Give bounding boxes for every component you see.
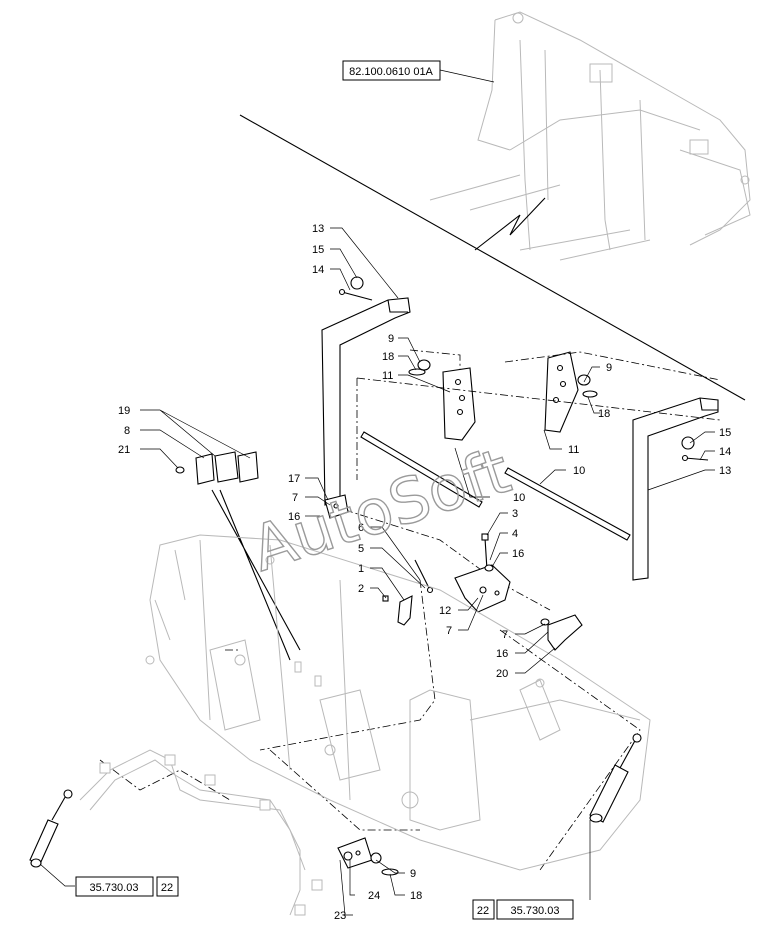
callout-14a: 14 — [312, 264, 324, 276]
callout-18a: 18 — [382, 351, 394, 363]
callout-13a: 13 — [312, 223, 324, 235]
bracket-11-right — [544, 351, 598, 433]
callout-17: 17 — [288, 473, 300, 485]
callout-1: 1 — [358, 563, 364, 575]
callout-labels: 13 15 14 9 18 11 9 18 11 10 10 15 14 13 … — [118, 223, 731, 922]
callout-9b: 9 — [606, 362, 612, 374]
callout-10b: 10 — [573, 465, 585, 477]
callout-7a: 7 — [292, 492, 298, 504]
separator-line — [239, 114, 746, 401]
callout-8: 8 — [124, 425, 130, 437]
callout-3: 3 — [512, 508, 518, 520]
callout-15a: 15 — [312, 244, 324, 256]
cylinder-left — [29, 789, 73, 868]
callout-5: 5 — [358, 543, 364, 555]
ghost-bucket — [145, 534, 651, 871]
callout-2: 2 — [358, 583, 364, 595]
ref-box-bottom-left[interactable]: 35.730.03 22 — [75, 876, 179, 897]
svg-text:82.100.0610 01A: 82.100.0610 01A — [349, 66, 433, 78]
pin-14-left — [338, 288, 373, 301]
callout-19: 19 — [118, 405, 130, 417]
wear-pads — [175, 451, 301, 661]
pin-14-right — [681, 454, 709, 462]
callout-13b: 13 — [719, 465, 731, 477]
svg-text:22: 22 — [161, 882, 173, 894]
callout-18c: 18 — [410, 890, 422, 902]
nut-15-left — [350, 276, 364, 290]
callout-4: 4 — [512, 528, 518, 540]
callout-21: 21 — [118, 444, 130, 456]
handle-20 — [540, 614, 583, 651]
callout-9c: 9 — [410, 868, 416, 880]
svg-text:35.730.03: 35.730.03 — [90, 882, 139, 894]
callout-18b: 18 — [598, 408, 610, 420]
callout-10a: 10 — [513, 492, 525, 504]
latch-plate — [454, 533, 511, 613]
callout-24: 24 — [368, 890, 380, 902]
tine-latch — [324, 494, 349, 519]
callout-16a: 16 — [288, 511, 300, 523]
ref-box-bottom-right[interactable]: 22 35.730.03 — [472, 899, 574, 920]
callout-11b: 11 — [568, 444, 579, 456]
cylinder-right — [589, 733, 642, 823]
rod-10-right — [504, 467, 631, 541]
ref-box-top[interactable]: 82.100.0610 01A — [342, 60, 441, 81]
callout-16b: 16 — [512, 548, 524, 560]
callout-6: 6 — [358, 522, 364, 534]
bottom-latch — [337, 837, 399, 876]
callout-14b: 14 — [719, 446, 731, 458]
pin-5-6 — [414, 559, 434, 594]
callout-7b: 7 — [446, 625, 452, 637]
svg-text:35.730.03: 35.730.03 — [511, 905, 560, 917]
nut-15-right — [681, 436, 695, 450]
callout-11a: 11 — [382, 370, 393, 382]
ghost-fork-frame — [429, 11, 751, 261]
callout-9a: 9 — [388, 333, 394, 345]
callout-12: 12 — [439, 605, 451, 617]
spring-plate-1 — [382, 595, 413, 626]
watermark: AutoSoft — [243, 434, 519, 586]
callout-7c: 7 — [502, 629, 508, 641]
callout-23: 23 — [334, 910, 346, 922]
fork-tine-right — [632, 397, 719, 581]
rod-10-left — [360, 431, 483, 508]
callout-16c: 16 — [496, 648, 508, 660]
svg-text:22: 22 — [477, 905, 489, 917]
leader-lines — [39, 69, 715, 916]
ghost-hoses — [79, 749, 323, 916]
callout-20: 20 — [496, 668, 508, 680]
bracket-11-left — [408, 359, 476, 441]
callout-15b: 15 — [719, 427, 731, 439]
